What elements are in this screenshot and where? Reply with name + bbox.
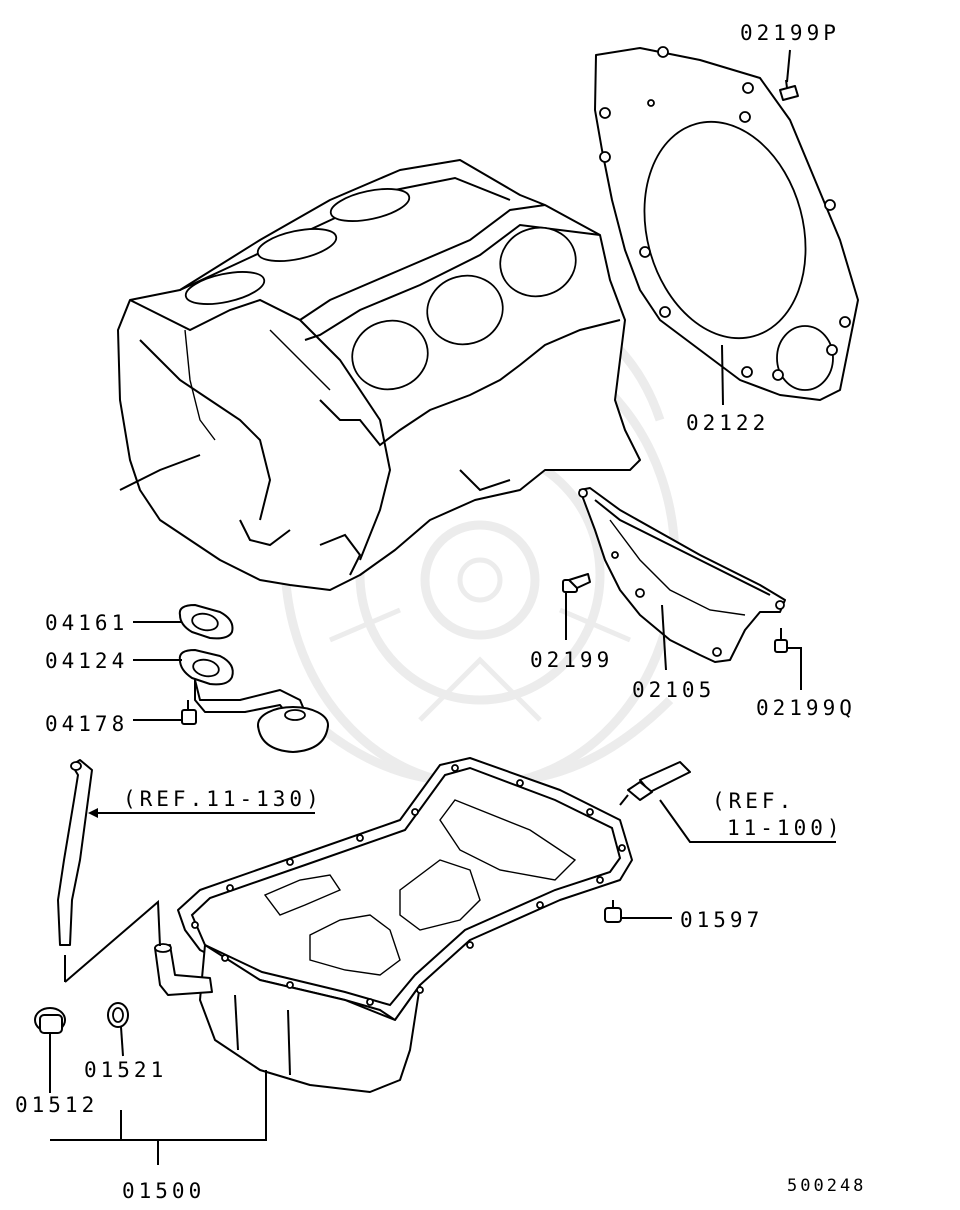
callout-02122: 02122 [686, 411, 769, 435]
diagram-id: 500248 [787, 1176, 866, 1196]
bolt-02199p [779, 79, 799, 101]
drain-plug [34, 1007, 66, 1034]
rear-plate [594, 46, 859, 401]
callout-01597: 01597 [680, 908, 763, 932]
drain-gasket [107, 1002, 129, 1028]
callout-02199: 02199 [530, 648, 613, 672]
ref-11-100-label-line1: (REF. [712, 789, 795, 813]
ref-11-100-label-line2: 11-100) [727, 816, 844, 840]
bell-cover-plate [578, 487, 786, 663]
strainer-gasket [178, 604, 234, 640]
bolt-04178 [181, 700, 197, 725]
callout-02105: 02105 [632, 678, 715, 702]
engine-block [117, 159, 641, 591]
callout-01512: 01512 [15, 1093, 98, 1117]
ref-11-130-label: (REF.11-130) [123, 787, 323, 811]
bolt-02199q [774, 628, 788, 653]
callout-01500: 01500 [122, 1179, 205, 1203]
oil-strainer [178, 649, 329, 753]
callout-04161: 04161 [45, 611, 128, 635]
oil-temp-sensor [604, 900, 622, 923]
callout-01521: 01521 [84, 1058, 167, 1082]
oil-level-gauge-tube [57, 759, 93, 946]
oil-pressure-switch [619, 761, 691, 806]
oil-pan [154, 757, 633, 1093]
callout-02199q: 02199Q [756, 696, 856, 720]
callout-02199p: 02199P [740, 21, 840, 45]
callout-04124: 04124 [45, 649, 128, 673]
leader-lines [49, 49, 836, 1165]
ref-arrow-head [88, 808, 98, 818]
callout-04178: 04178 [45, 712, 128, 736]
bolt-02199 [562, 573, 591, 593]
